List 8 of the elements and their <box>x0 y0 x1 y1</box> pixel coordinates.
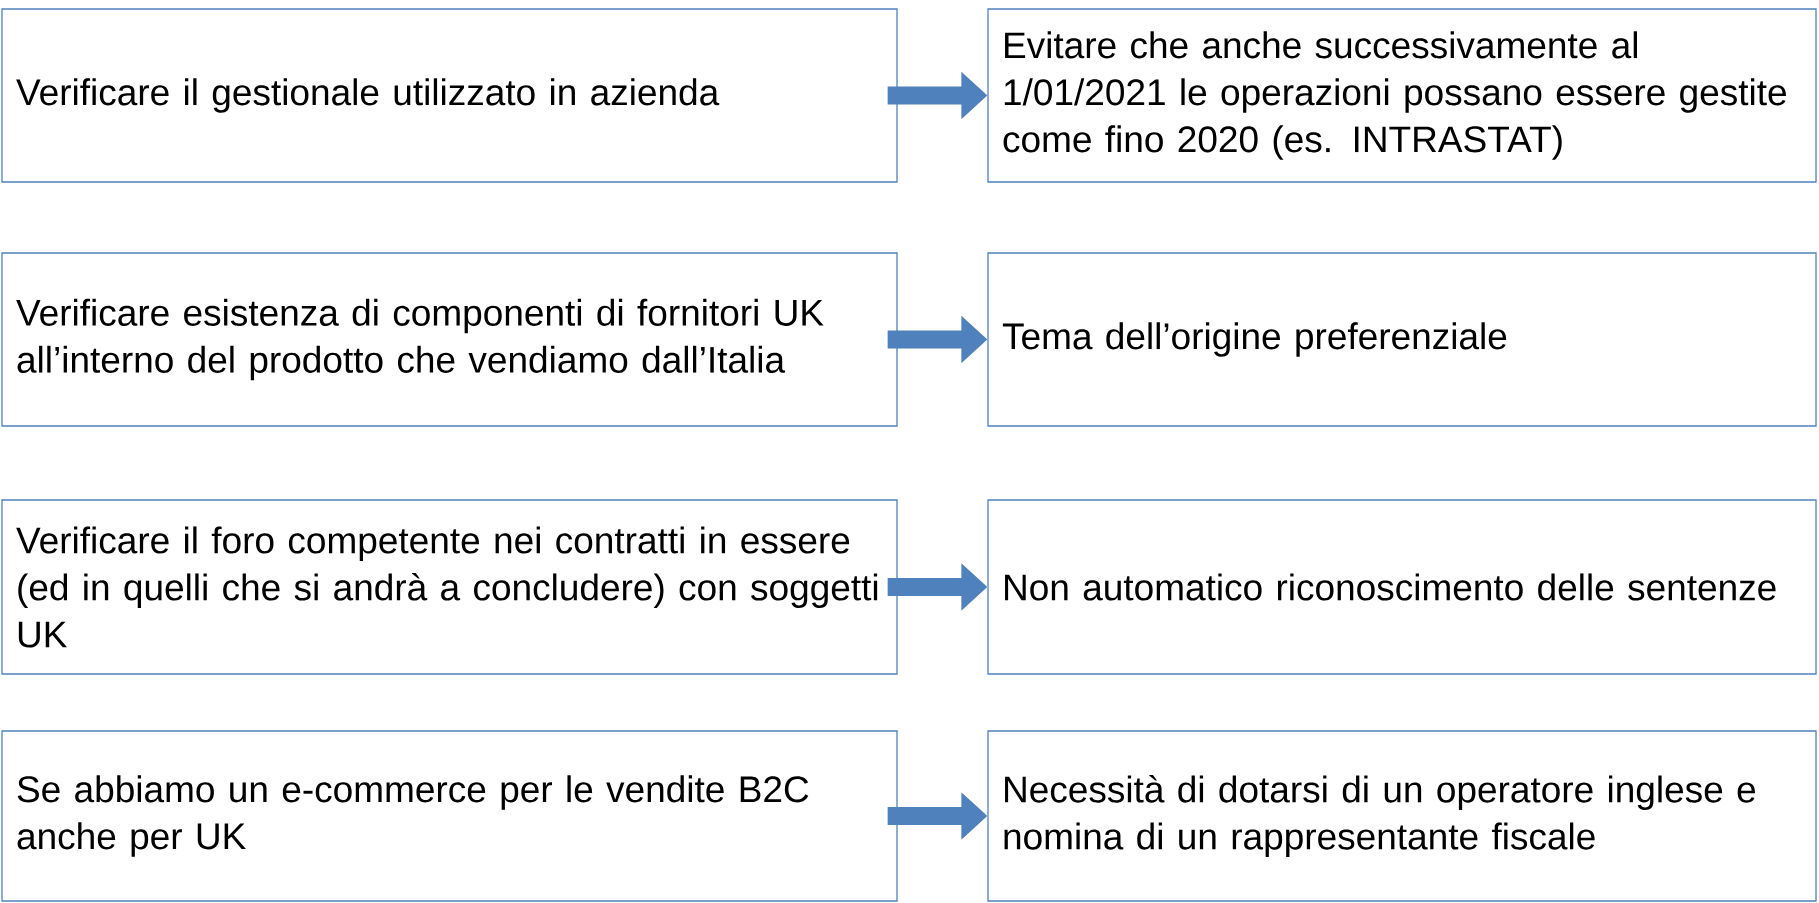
text-box: Verificare esistenza di componenti di fornitori UK all’interno del prodotto che vendiamo dall’Italia <box>1 252 898 427</box>
text-box: Verificare il foro competente nei contratti in essere (ed in quelli che si andrà a concludere) con soggetti UK <box>1 499 898 675</box>
text-box: Tema dell’origine preferenziale <box>987 252 1817 427</box>
text-box: Non automatico riconoscimento delle sentenze <box>987 499 1817 675</box>
text-box: Se abbiamo un e-commerce per le vendite B2C anche per UK <box>1 730 898 902</box>
text-box: Necessità di dotarsi di un operatore inglese e nomina di un rappresentante fiscale <box>987 730 1817 902</box>
text-box: Evitare che anche successivamente al 1/01/2021 le operazioni possano essere gestite come fino 2020 (es. INTRASTAT) <box>987 8 1817 183</box>
text-box: Verificare il gestionale utilizzato in azienda <box>1 8 898 183</box>
